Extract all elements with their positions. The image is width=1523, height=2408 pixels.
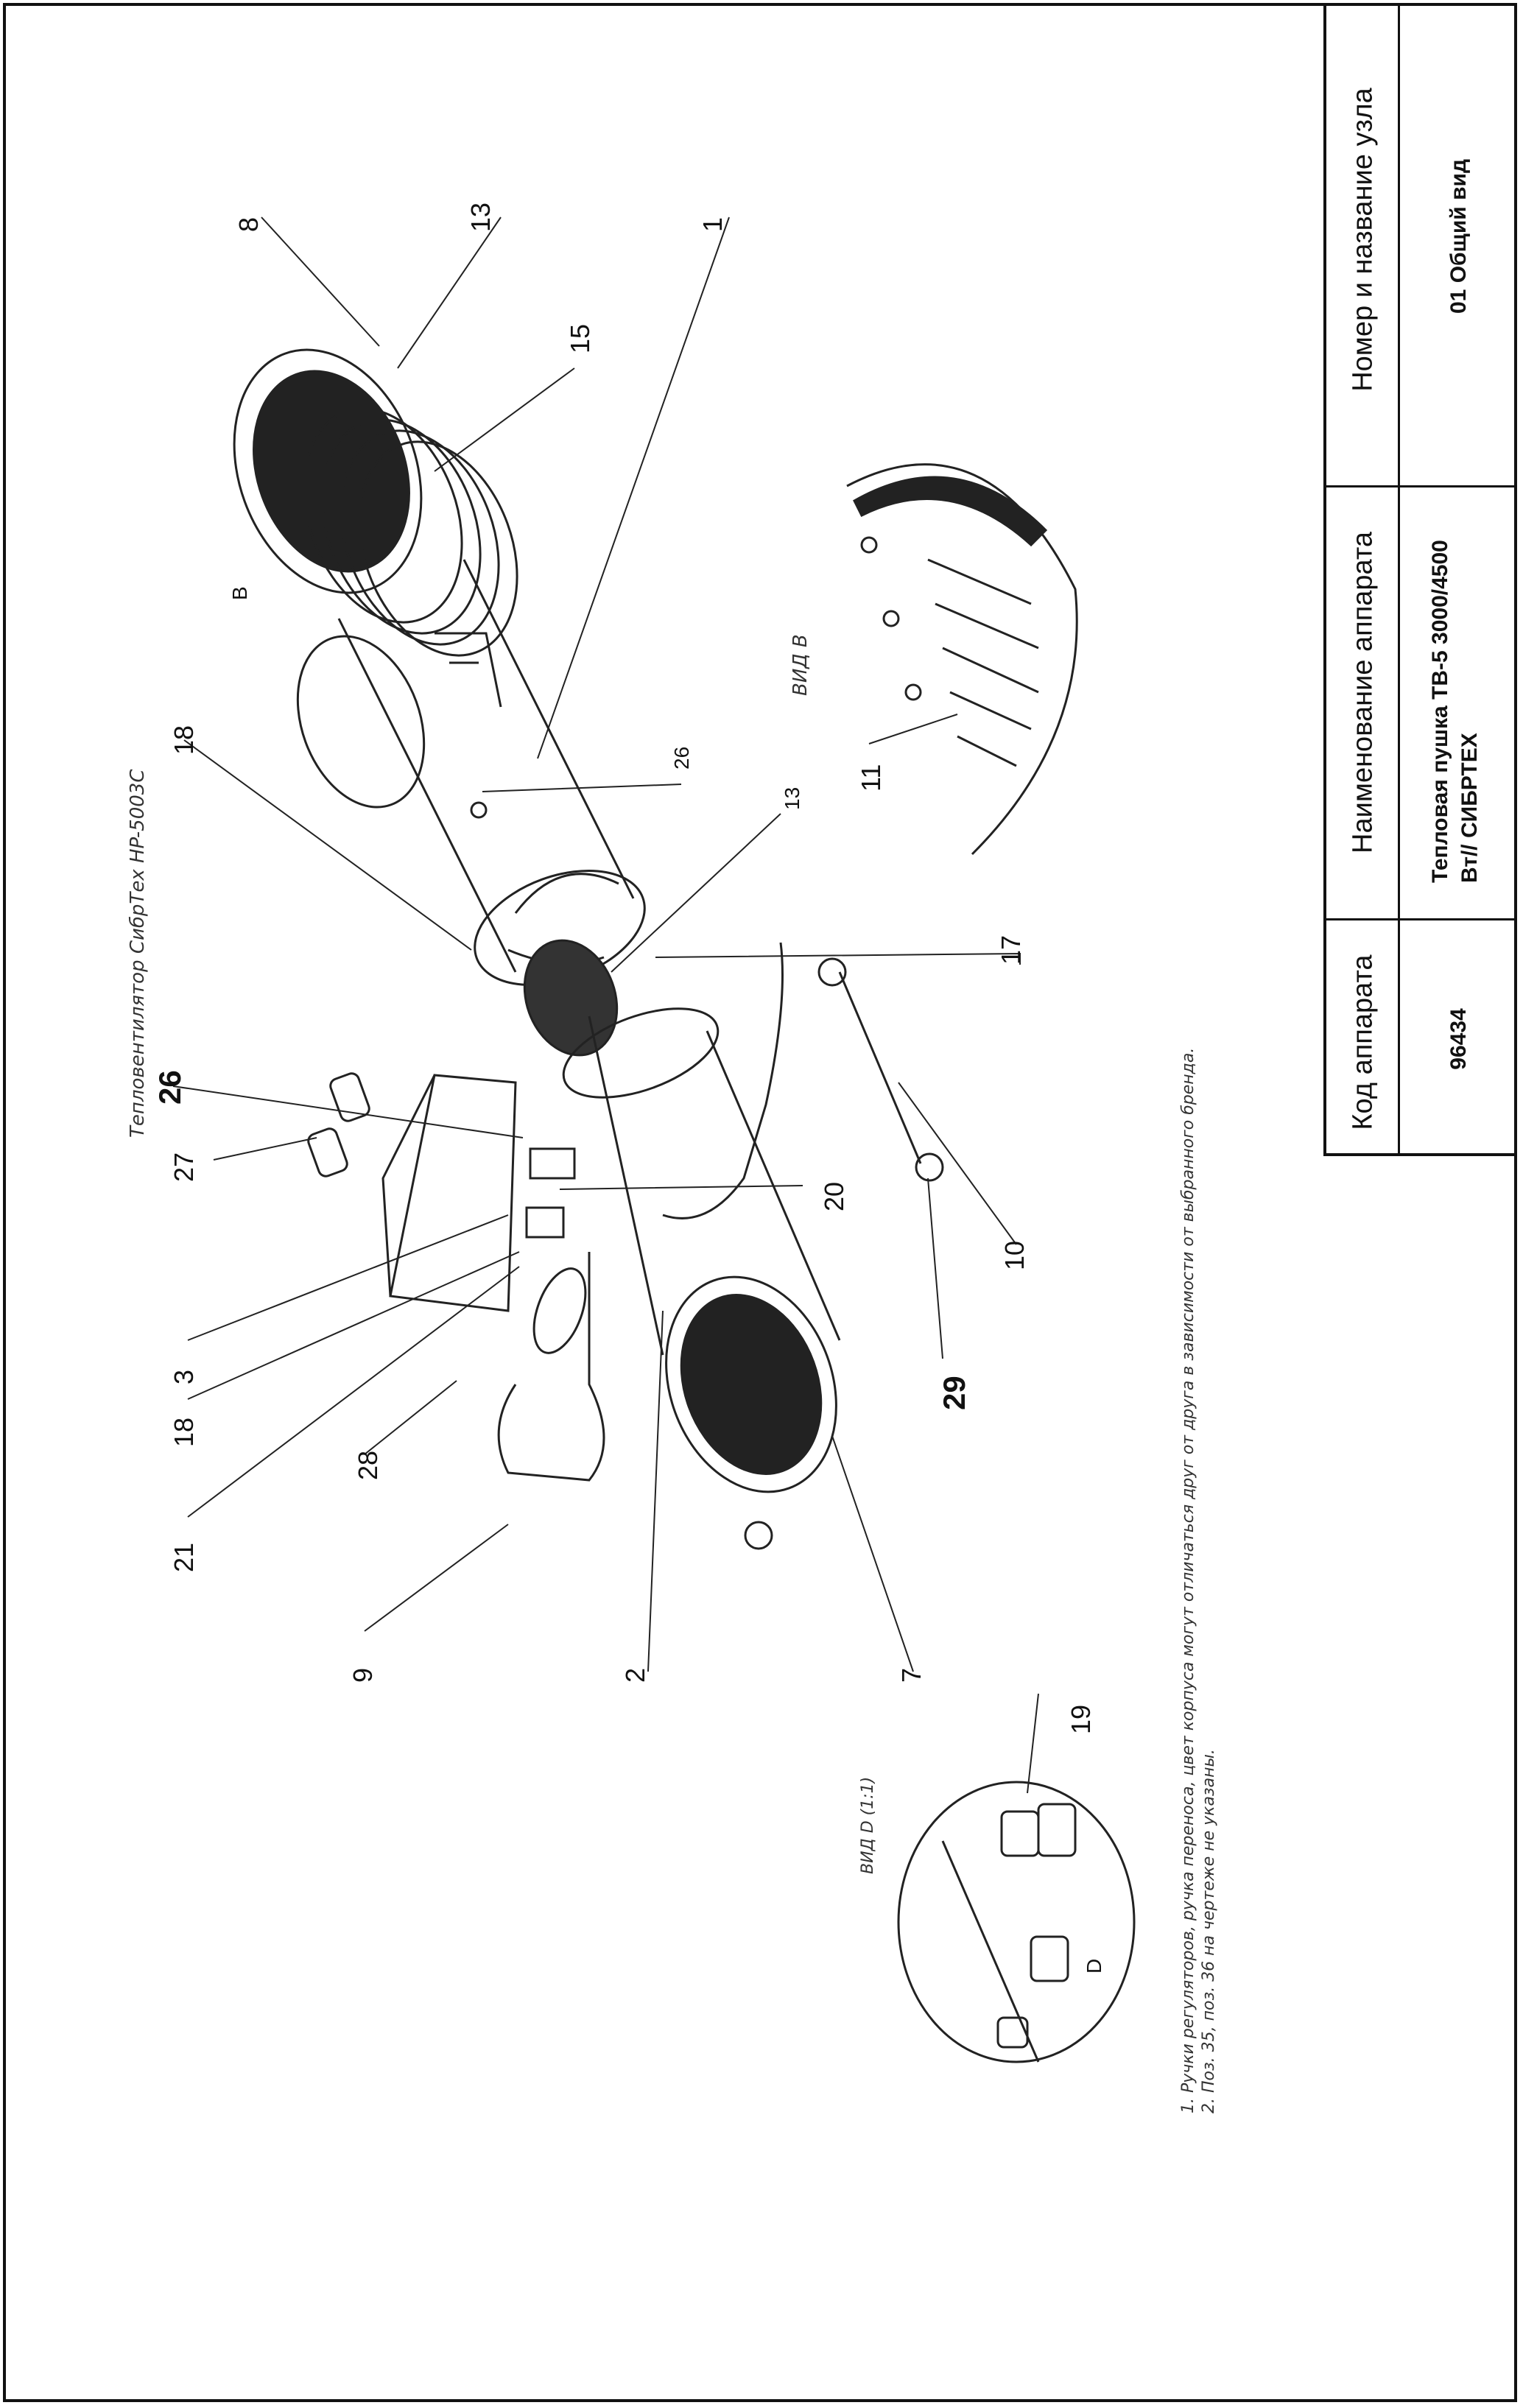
callout-2: 2 [620,1668,650,1683]
handle-grip [532,1267,587,1354]
fan-motor [523,939,619,1057]
callout-13-top: 13 [465,203,496,232]
name-value-line1: Тепловая пушка ТВ-5 3000/4500 [1428,540,1452,883]
control-box [381,1074,517,1312]
node-header: Номер и название узла [1347,88,1379,392]
indicator-lamp [470,801,488,819]
rear-grille-outline [233,348,423,594]
leader-lines [172,216,1039,1794]
control-knob-26 [329,1072,370,1122]
callout-10: 10 [999,1241,1030,1270]
callout-18-top: 18 [169,725,199,755]
note-1: 1. Ручки регуляторов, ручка переноса, цв… [1179,1048,1197,2113]
name-header: Наименование аппарата [1347,532,1379,853]
title-block-headers: Код аппарата Наименование аппарата Номер… [1326,3,1400,1153]
view-d-components [941,1803,1077,2063]
callout-1: 1 [697,217,728,232]
view-b-letter: В [228,586,251,600]
stand-frame-upper [662,942,784,1219]
code-value: 96434 [1446,1008,1471,1070]
title-block-divider-2 [1326,485,1517,487]
stand-foot-cap [817,957,847,987]
callout-21: 21 [169,1543,199,1572]
rating-plate [435,632,502,708]
view-b-title: ВИД В [789,634,812,696]
title-block-values: 96434 Тепловая пушка ТВ-5 3000/4500 Вт//… [1400,3,1517,1153]
note-2: 2. Поз. 35, поз. 36 на чертеже не указан… [1200,1749,1218,2113]
view-b-terminals [860,536,1039,767]
callout-27: 27 [169,1152,199,1182]
view-d-outline [897,1781,1136,2063]
callout-8: 8 [233,217,264,232]
heating-element-coils [303,407,518,657]
title-block: Код аппарата Наименование аппарата Номер… [1323,3,1517,1156]
callout-13-mid: 13 [781,787,803,810]
callout-26-right: 26 [670,747,693,770]
callout-3: 3 [169,1370,199,1384]
carry-handle [497,1252,605,1482]
callout-28: 28 [353,1451,383,1480]
stand-foot-29 [915,1152,944,1182]
drawing-caption: Тепловентилятор СибрТех HP-5003C [127,769,149,1138]
switches [525,1147,576,1239]
sheet-frame [3,3,1517,2402]
front-grille-mesh [680,1294,823,1475]
title-block-divider-1 [1326,918,1517,920]
callout-19: 19 [1066,1705,1096,1734]
view-b-outline [846,463,1078,856]
node-value: 01 Общий вид [1446,158,1471,314]
name-value-line2: Вт// СИБРТЕХ [1457,733,1482,883]
view-b-mesh [853,476,1048,547]
callout-26-left: 26 [152,1070,187,1105]
callout-18-left: 18 [169,1418,199,1447]
rear-grille-mesh [253,370,410,573]
callout-15: 15 [565,324,595,353]
heater-terminal-detail [296,635,426,809]
callout-29: 29 [937,1376,971,1410]
stand-leg [838,971,922,1164]
view-d-letter: D [1083,1959,1105,1974]
front-housing-rear-edge [562,1007,720,1099]
callout-20: 20 [819,1182,849,1211]
name-value: Тепловая пушка ТВ-5 3000/4500 Вт// СИБРТ… [1426,471,1492,883]
thermostat-knob-front [744,1521,773,1550]
front-grille-outline [665,1275,837,1493]
callout-11: 11 [856,764,886,792]
callout-9: 9 [348,1668,378,1683]
view-d-title: ВИД D (1:1) [859,1777,877,1874]
callout-17: 17 [996,935,1026,965]
callout-7: 7 [896,1668,926,1683]
control-knob-27 [307,1127,348,1177]
